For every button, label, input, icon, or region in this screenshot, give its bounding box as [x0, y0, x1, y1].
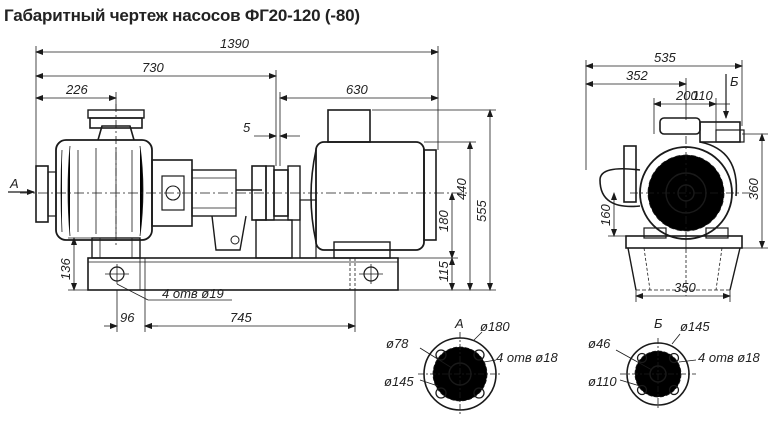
view-label-a: А: [9, 176, 19, 191]
side-view: 1390 730 226 630 5 555 440 180 115: [8, 36, 496, 332]
flange-a: А ø180 ø78 ø145 4 отв ø18: [384, 316, 558, 416]
pump-casing: [55, 139, 153, 241]
dim-end-350: 350: [674, 280, 696, 295]
view-label-b: Б: [730, 74, 739, 89]
flange-b: Б ø145 ø46 ø110 4 отв ø18: [588, 316, 760, 410]
dim-left-frame: 136: [58, 258, 73, 280]
dim-motor-height: 440: [454, 178, 469, 200]
dim-gap: 5: [243, 120, 251, 135]
flange-a-holes: 4 отв ø18: [496, 350, 558, 365]
flange-a-bolt-circle: ø145: [384, 374, 414, 389]
flange-a-bore: ø78: [386, 336, 409, 351]
terminal-box: [327, 109, 371, 143]
end-view: 535 352 200 110 Б 360 160 350: [585, 50, 768, 302]
motor-body: [315, 141, 425, 251]
flange-b-label: Б: [654, 316, 663, 331]
drawing-title: Габаритный чертеж насосов ФГ20-120 (-80): [4, 6, 360, 25]
dim-pump-length: 730: [142, 60, 164, 75]
flange-a-outer: ø180: [480, 319, 510, 334]
dim-hole-span: 745: [230, 310, 252, 325]
dim-overall-length: 1390: [220, 36, 250, 51]
dim-end-160: 160: [598, 204, 613, 226]
dim-axis-height: 180: [436, 210, 451, 232]
flange-b-bore: ø46: [588, 336, 611, 351]
dim-motor-length: 630: [346, 82, 368, 97]
flange-b-outer: ø145: [680, 319, 710, 334]
dim-end-352: 352: [626, 68, 648, 83]
flange-a-label: А: [454, 316, 464, 331]
base-frame: [87, 257, 399, 291]
dim-frame-height: 115: [436, 261, 451, 282]
dim-end-110: 110: [692, 88, 713, 103]
dim-end-200: 200: [675, 88, 698, 103]
inlet-flange: [35, 165, 49, 223]
flange-b-holes: 4 отв ø18: [698, 350, 760, 365]
flange-b-bolt-circle: ø110: [588, 374, 617, 389]
dim-end-360: 360: [746, 178, 761, 200]
dim-inlet-offset: 226: [65, 82, 88, 97]
dim-end-width: 535: [654, 50, 676, 65]
dim-hole-offset: 96: [120, 310, 135, 325]
dim-height-total: 555: [474, 200, 489, 222]
dim-base-holes: 4 отв ø19: [162, 286, 224, 301]
